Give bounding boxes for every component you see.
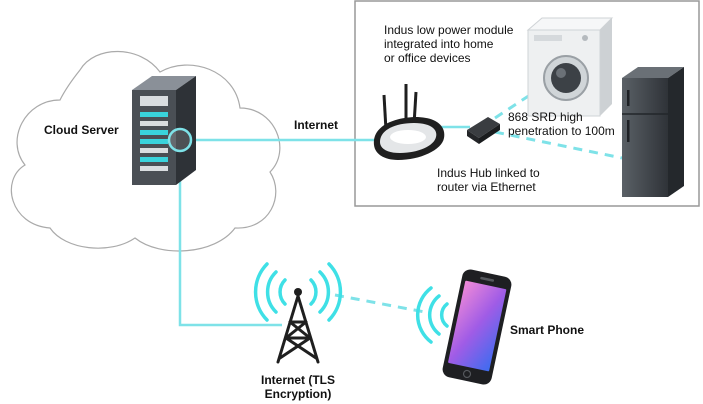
router-icon — [373, 84, 445, 160]
smartphone-icon — [442, 269, 512, 385]
hub-caption: Indus Hub linked to router via Ethernet — [437, 166, 540, 194]
hub-caption-line2: router via Ethernet — [437, 180, 536, 194]
washing-machine-icon — [526, 17, 614, 117]
tower-caption-line1: Internet (TLS — [261, 373, 335, 387]
srd-caption: 868 SRD high penetration to 100m — [508, 110, 615, 138]
cloud-server-label: Cloud Server — [44, 123, 119, 137]
hub-caption-line1: Indus Hub linked to — [437, 166, 540, 180]
fridge-icon — [622, 67, 684, 197]
internet-label: Internet — [294, 118, 339, 132]
tower-caption-line2: Encryption) — [264, 387, 332, 401]
module-caption-line2: integrated into home — [384, 37, 494, 51]
hub-icon — [467, 117, 500, 144]
phone-signal-waves — [415, 286, 449, 344]
tower-signal-waves — [253, 262, 343, 322]
tower-to-phone-link — [334, 293, 431, 315]
home-office-box — [354, 0, 700, 207]
connection-links — [178, 125, 470, 327]
tower-caption: Internet (TLS Encryption) — [246, 373, 350, 401]
srd-caption-line2: penetration to 100m — [508, 124, 615, 138]
hub-to-fridge-link — [494, 130, 623, 160]
tower-icon — [276, 288, 320, 364]
smart-phone-label: Smart Phone — [510, 323, 585, 337]
srd-caption-line1: 868 SRD high — [508, 110, 583, 124]
server-port-ring — [167, 127, 193, 153]
module-caption: Indus low power module integrated into h… — [384, 23, 513, 65]
server-icon — [132, 76, 196, 185]
server-to-tower-link — [178, 152, 282, 327]
module-caption-line1: Indus low power module — [384, 23, 514, 37]
module-caption-line3: or office devices — [384, 51, 471, 65]
